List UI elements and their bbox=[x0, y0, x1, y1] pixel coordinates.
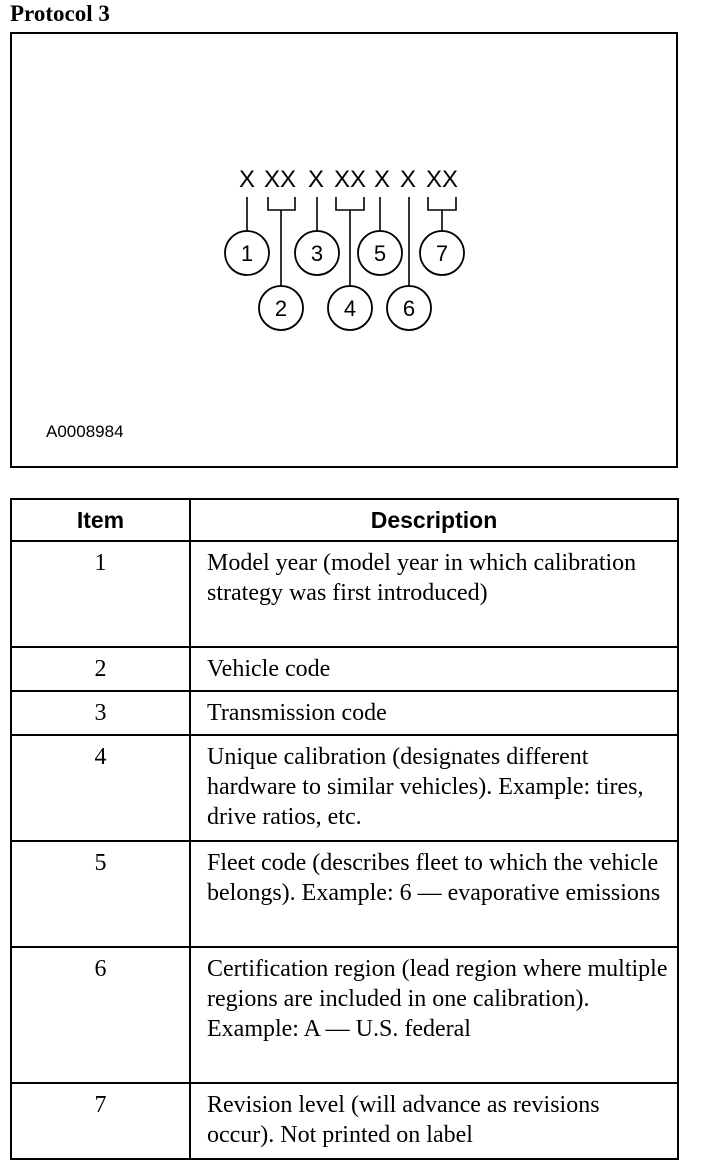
code-part-2: XX bbox=[264, 166, 296, 193]
item-number: 7 bbox=[10, 1082, 191, 1160]
column-header-description: Description bbox=[189, 498, 679, 542]
item-number: 3 bbox=[10, 690, 191, 736]
callout-circle-7 bbox=[419, 230, 465, 276]
table-row: 3 Transmission code bbox=[10, 690, 679, 736]
callout-circles bbox=[224, 230, 465, 331]
callout-circle-6 bbox=[386, 285, 432, 331]
callout-circle-3 bbox=[294, 230, 340, 276]
callout-circle-1 bbox=[224, 230, 270, 276]
table-row: 1 Model year (model year in which calibr… bbox=[10, 540, 679, 648]
item-number: 4 bbox=[10, 734, 191, 842]
table-row: 6 Certification region (lead region wher… bbox=[10, 946, 679, 1084]
table-header-row: Item Description bbox=[10, 498, 679, 542]
column-header-item: Item bbox=[10, 498, 191, 542]
code-diagram: X XX X XX X X XX bbox=[10, 32, 678, 468]
code-part-3: X bbox=[308, 166, 324, 193]
item-number: 1 bbox=[10, 540, 191, 648]
leader-lines bbox=[246, 197, 457, 288]
code-part-4: XX bbox=[334, 166, 366, 193]
item-number: 5 bbox=[10, 840, 191, 948]
code-part-5: X bbox=[374, 166, 390, 193]
item-description: Fleet code (describes fleet to which the… bbox=[189, 840, 679, 948]
code-part-7: XX bbox=[426, 166, 458, 193]
item-description: Vehicle code bbox=[189, 646, 679, 692]
table-row: 2 Vehicle code bbox=[10, 646, 679, 692]
item-number: 6 bbox=[10, 946, 191, 1084]
callout-number-6: 6 bbox=[403, 296, 415, 321]
callout-number-2: 2 bbox=[275, 296, 287, 321]
item-description: Transmission code bbox=[189, 690, 679, 736]
table-row: 7 Revision level (will advance as revisi… bbox=[10, 1082, 679, 1160]
callout-number-7: 7 bbox=[436, 241, 448, 266]
table-row: 5 Fleet code (describes fleet to which t… bbox=[10, 840, 679, 948]
item-description: Certification region (lead region where … bbox=[189, 946, 679, 1084]
item-number: 2 bbox=[10, 646, 191, 692]
callout-number-3: 3 bbox=[311, 241, 323, 266]
callout-circle-4 bbox=[327, 285, 373, 331]
table-row: 4 Unique calibration (designates differe… bbox=[10, 734, 679, 842]
item-description: Unique calibration (designates different… bbox=[189, 734, 679, 842]
page-title: Protocol 3 bbox=[10, 1, 110, 26]
callout-number-5: 5 bbox=[374, 241, 386, 266]
code-diagram-svg: X XX X XX X X XX bbox=[46, 166, 465, 441]
item-description: Model year (model year in which calibrat… bbox=[189, 540, 679, 648]
item-description-table: Item Description 1 Model year (model yea… bbox=[10, 498, 679, 1160]
callout-circle-5 bbox=[357, 230, 403, 276]
code-part-1: X bbox=[239, 166, 255, 193]
figure-id: A0008984 bbox=[46, 422, 124, 441]
callout-circle-2 bbox=[258, 285, 304, 331]
code-part-6: X bbox=[400, 166, 416, 193]
callout-number-4: 4 bbox=[344, 296, 356, 321]
item-description: Revision level (will advance as revision… bbox=[189, 1082, 679, 1160]
callout-number-1: 1 bbox=[241, 241, 253, 266]
